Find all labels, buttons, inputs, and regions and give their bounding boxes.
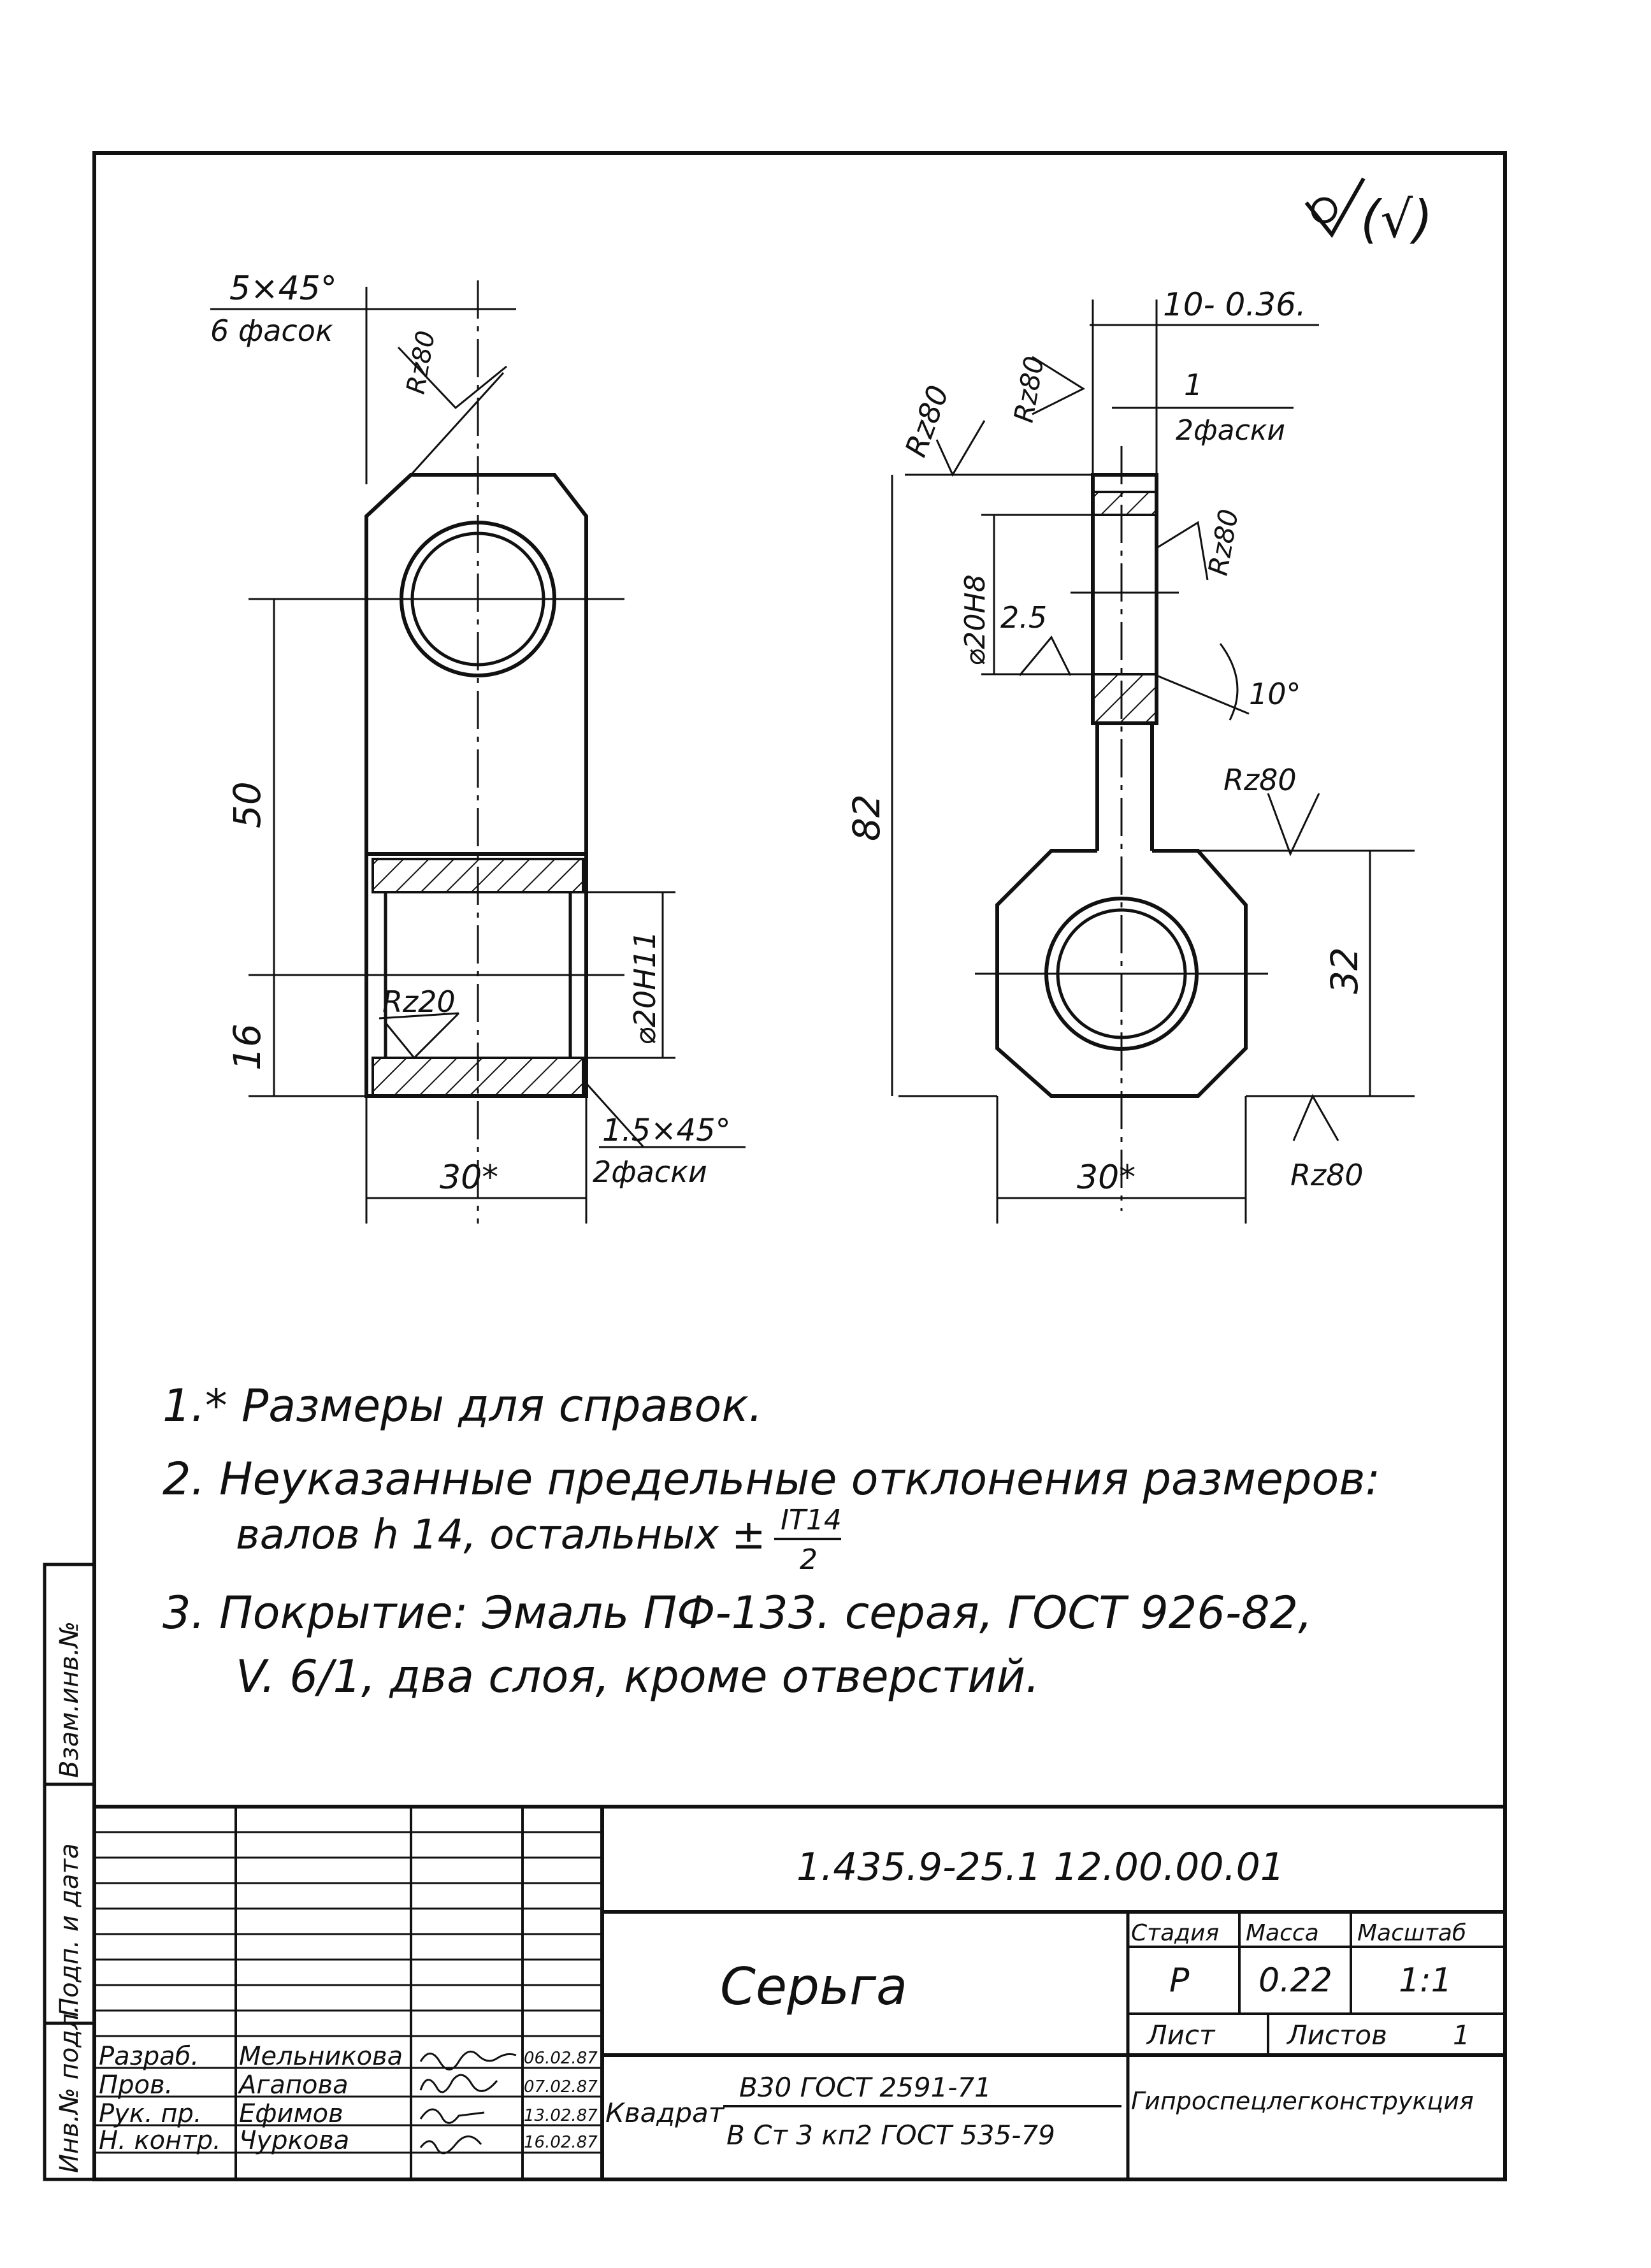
designation: 1.435.9-25.1 12.00.00.01: [797, 1845, 1285, 1889]
row-date: 06.02.87: [524, 2049, 598, 2068]
material-prefix: Квадрат: [605, 2097, 725, 2128]
right-width: 30*: [1077, 1159, 1136, 1197]
material-line-1: В30 ГОСТ 2591-71: [739, 2072, 991, 2103]
right-roughness-side: Rz80: [1202, 507, 1244, 578]
left-dimension-50: 50: [226, 781, 269, 828]
note-2-fraction-numerator: IT14: [781, 1504, 842, 1536]
left-chamfer-top-count: 6 фасок: [210, 314, 333, 348]
side-strip-replacement-inv: Взам.инв.№: [55, 1621, 84, 1778]
note-2-continuation: валов h 14, остальных ±: [236, 1512, 766, 1559]
mass-value: 0.22: [1258, 1961, 1332, 2000]
right-view-top-hatch: [1092, 491, 1158, 516]
right-roughness-mid: Rz80: [1223, 763, 1297, 797]
left-roughness-bore: Rz20: [382, 985, 456, 1019]
left-bore-diameter: ⌀20Н11: [628, 931, 662, 1045]
row-date: 16.02.87: [524, 2133, 598, 2152]
row-name: Агапова: [237, 2070, 349, 2100]
note-3-continuation: V. 6/1, два слоя, кроме отверстий.: [236, 1650, 1040, 1703]
right-view-bottom-hatch: [1092, 673, 1158, 725]
technical-notes: 1.* Размеры для справок. 2. Неуказанные …: [162, 1380, 1380, 1703]
row-role: Н. контр.: [99, 2126, 221, 2155]
mass-header: Масса: [1246, 1920, 1319, 1946]
scale-value: 1:1: [1399, 1961, 1452, 2000]
right-small-dimension: 2.5: [1000, 600, 1047, 635]
row-date: 07.02.87: [524, 2077, 598, 2097]
row-role: Пров.: [99, 2070, 173, 2100]
right-view-octagon: [995, 849, 1248, 1098]
right-chamfer-size: 1: [1184, 368, 1202, 402]
organization: Гипроспецлегконструкция: [1131, 2087, 1474, 2115]
material-line-2: В Ст 3 кп2 ГОСТ 535-79: [726, 2120, 1055, 2151]
row-name: Ефимов: [239, 2099, 343, 2128]
row-role: Рук. пр.: [99, 2099, 202, 2128]
title-block: 1.435.9-25.1 12.00.00.01 Серьга Стадия М…: [92, 1805, 1507, 2181]
sheet-label: Лист: [1146, 2019, 1216, 2051]
side-strip: Взам.инв.№ Подп. и дата Инв.№ подл.: [43, 1563, 96, 2181]
row-role: Разраб.: [99, 2042, 199, 2071]
part-name: Серьга: [720, 1957, 907, 2016]
stage-value: Р: [1169, 1961, 1190, 2000]
right-dimension-32: 32: [1323, 947, 1366, 994]
right-angle: 10°: [1249, 677, 1301, 711]
roughness-general-label: (√): [1360, 190, 1432, 249]
general-roughness-mark: (√): [1304, 177, 1432, 249]
left-width: 30*: [440, 1159, 498, 1197]
left-view: 5×45° 6 фасок Rz80 50 16 Rz20 ⌀20Н11 1.5…: [210, 270, 746, 1224]
side-strip-original-inv: Инв.№ подл.: [55, 2005, 84, 2173]
right-chamfer-count: 2фаски: [1176, 414, 1285, 447]
signatures: [419, 2050, 517, 2155]
right-roughness-left: Rz80: [898, 381, 956, 461]
left-chamfer-top-size: 5×45°: [229, 270, 337, 308]
row-name: Чуркова: [239, 2126, 349, 2155]
scale-header: Масштаб: [1357, 1920, 1466, 1946]
right-thickness: 10- 0.36.: [1163, 286, 1306, 323]
note-3: 3. Покрытие: Эмаль ПФ-133. серая, ГОСТ 9…: [162, 1587, 1312, 1639]
stage-header: Стадия: [1131, 1920, 1219, 1946]
right-dimension-82: 82: [845, 794, 888, 841]
row-name: Мельникова: [239, 2042, 403, 2071]
sheets-count: 1: [1453, 2019, 1470, 2051]
note-2-fraction-denominator: 2: [800, 1543, 818, 1576]
right-bore-diameter: ⌀20Н8: [959, 574, 991, 666]
row-date: 13.02.87: [524, 2106, 598, 2125]
note-1: 1.* Размеры для справок.: [162, 1380, 763, 1432]
left-dimension-16: 16: [226, 1023, 269, 1071]
right-view: 10- 0.36. 1 2фаски Rz80 Rz80 Rz80 ⌀20Н8 …: [845, 286, 1415, 1224]
sheets-label: Листов: [1286, 2019, 1387, 2051]
side-strip-signature-date: Подп. и дата: [55, 1844, 84, 2017]
left-chamfer-bottom-size: 1.5×45°: [602, 1113, 731, 1148]
note-2: 2. Неуказанные предельные отклонения раз…: [162, 1453, 1380, 1505]
left-chamfer-bottom-count: 2фаски: [593, 1155, 707, 1189]
right-roughness-bottom: Rz80: [1290, 1158, 1364, 1192]
signature-rows: Разраб. Мельникова 06.02.87 Пров. Агапов…: [99, 2042, 598, 2155]
right-roughness-top: Rz80: [1008, 354, 1050, 425]
